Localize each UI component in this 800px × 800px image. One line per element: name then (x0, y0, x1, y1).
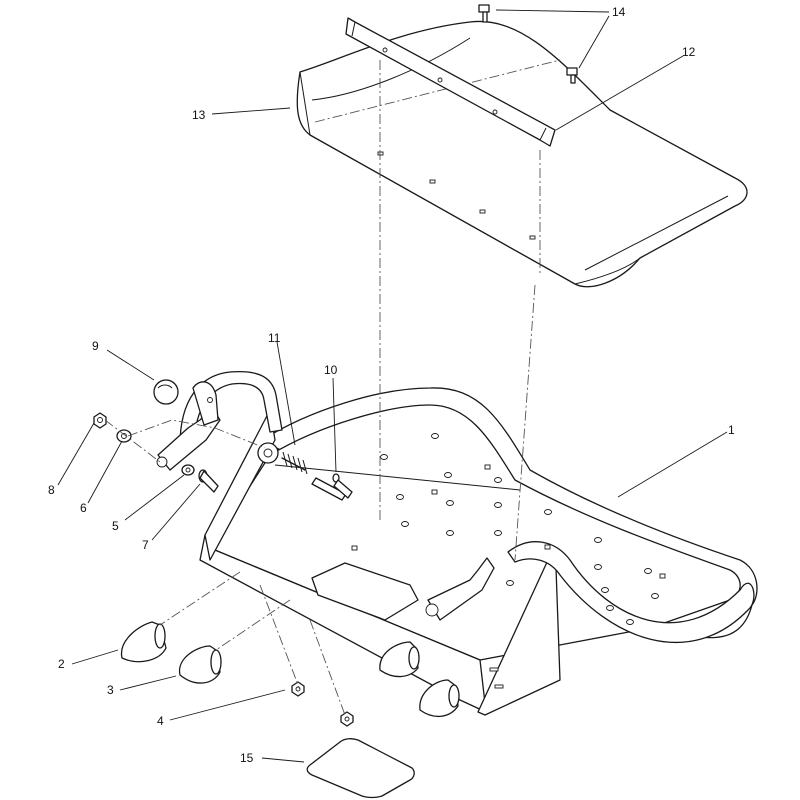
callout-11: 11 (268, 331, 281, 345)
callout-15: 15 (240, 751, 254, 765)
part-12-angle-bracket (345, 17, 556, 147)
callout-2: 2 (58, 657, 65, 671)
part-13-foot-pan (296, 20, 748, 288)
callout-1: 1 (728, 423, 735, 437)
callout-labels: 1 2 3 4 5 6 7 8 9 10 11 12 13 14 15 (48, 5, 735, 765)
part-5-bushing (181, 464, 195, 476)
callout-6: 6 (80, 501, 87, 515)
part-15-pad (306, 738, 415, 799)
bumper-right-2 (419, 679, 460, 717)
part-4-nut (291, 681, 354, 727)
left-handle-assembly (156, 370, 283, 471)
callout-8: 8 (48, 483, 55, 497)
callout-7: 7 (142, 538, 149, 552)
assembly-center-lines (104, 60, 541, 716)
part-14-bolts (478, 4, 578, 84)
part-11-spring-assembly (257, 442, 347, 501)
callout-12: 12 (682, 45, 696, 59)
bumper-right-1 (379, 641, 420, 678)
part-3-bumper (178, 645, 222, 684)
callout-4: 4 (157, 714, 164, 728)
callout-5: 5 (112, 519, 119, 533)
callout-13: 13 (192, 108, 206, 122)
callout-9: 9 (92, 339, 99, 353)
callout-10: 10 (324, 363, 338, 377)
part-10-pin (332, 473, 353, 499)
part-9-knob (153, 379, 179, 405)
part-8-nut (93, 412, 107, 429)
part-7-clevis-pin (198, 469, 219, 493)
part-6-washer (116, 429, 132, 443)
part-1-platform-frame (199, 387, 758, 716)
part-2-bumper (120, 621, 167, 663)
leader-lines (57, 9, 728, 763)
callout-3: 3 (107, 683, 114, 697)
callout-14: 14 (612, 5, 626, 19)
